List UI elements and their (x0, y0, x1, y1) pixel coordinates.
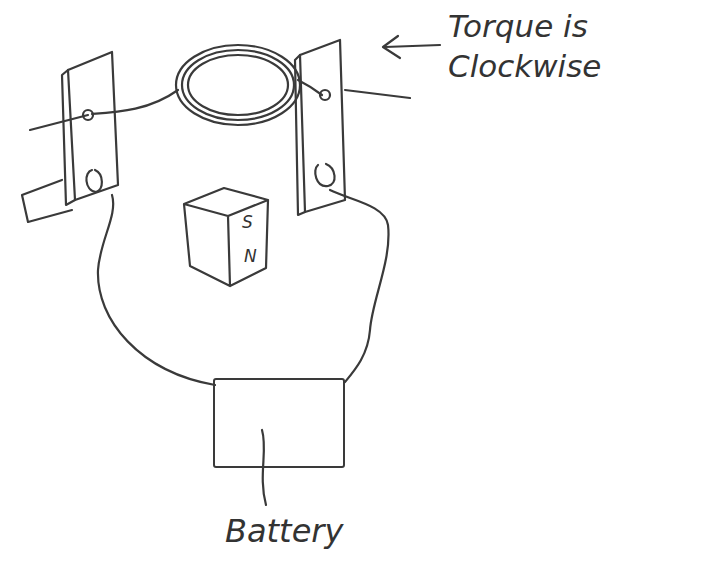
right-axle-end (345, 90, 410, 98)
battery-box: Battery (213, 378, 345, 468)
wire-coil (182, 50, 294, 120)
callout-arrow (385, 45, 440, 47)
magnet-cube: SN (180, 182, 272, 290)
coil-lead-left (92, 90, 178, 114)
left-axle-end (30, 115, 88, 130)
left-support-edge (62, 70, 75, 205)
torque-note: Torque is Clockwise (448, 6, 648, 86)
battery-wire-left (98, 195, 215, 385)
cube-outline (180, 182, 272, 290)
part-label: Battery (225, 512, 343, 550)
left-support-base (22, 180, 72, 222)
wire-coil (188, 55, 288, 115)
cube-edges (184, 188, 268, 286)
callout-arrowhead (383, 36, 400, 58)
right-support (300, 40, 345, 212)
left-support (68, 52, 118, 200)
pole-letter: N (244, 246, 257, 266)
pole-letter: S (242, 212, 253, 232)
battery-wire-right (330, 190, 389, 382)
coil-lead-right (298, 80, 322, 95)
left-clip (86, 170, 101, 192)
wire-coil (176, 45, 300, 125)
right-clip (315, 164, 334, 186)
